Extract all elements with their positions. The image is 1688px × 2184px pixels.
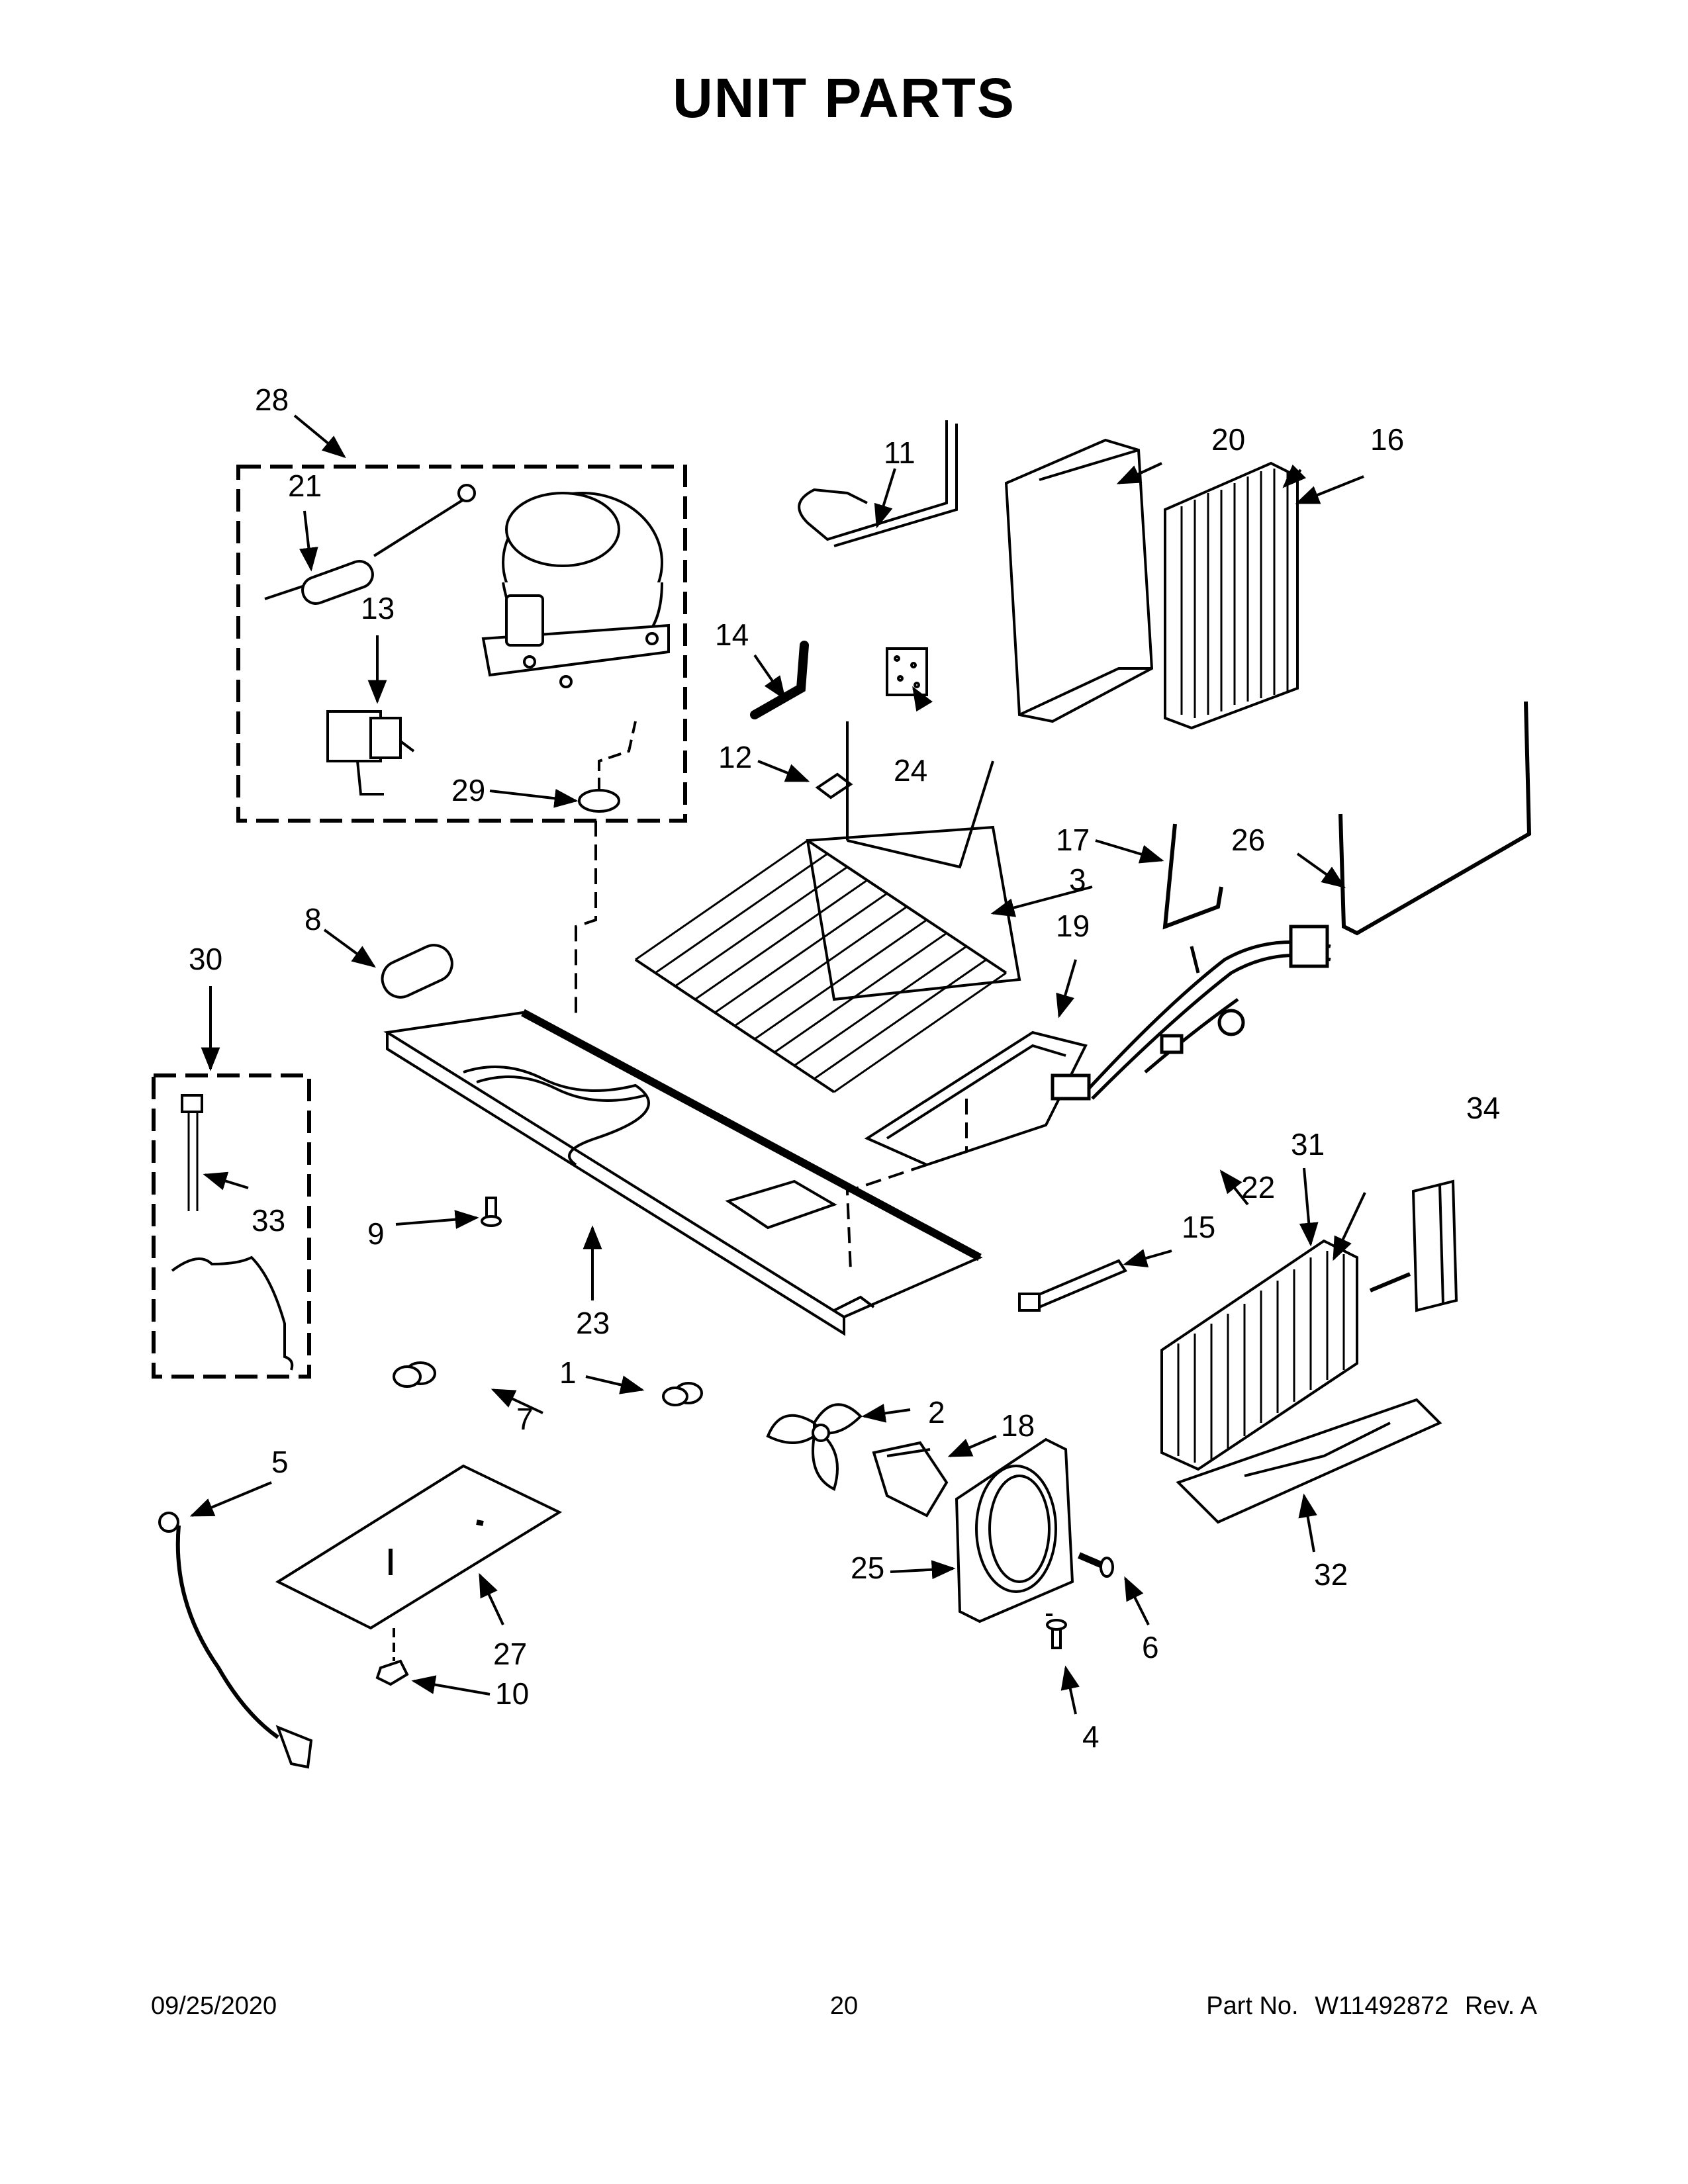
callout-6: 6 — [1142, 1630, 1159, 1664]
callout-29: 29 — [451, 773, 485, 807]
callout-18: 18 — [1001, 1408, 1035, 1443]
start-relay — [326, 710, 415, 796]
insulation-tube — [381, 944, 453, 999]
callout-31: 31 — [1291, 1127, 1325, 1161]
condenser-shroud — [1176, 1398, 1442, 1524]
callout-34: 34 — [1466, 1091, 1500, 1125]
callout-8: 8 — [305, 902, 322, 936]
cap-7 — [393, 1361, 436, 1388]
callout-17: 17 — [1056, 823, 1090, 857]
screw-4 — [1046, 1619, 1067, 1649]
callout-28: 28 — [255, 383, 289, 417]
footer-date: 09/25/2020 — [151, 1992, 277, 2020]
gasket-pad — [886, 647, 928, 696]
page-title: UNIT PARTS — [673, 67, 1015, 129]
fan-blade — [766, 1403, 863, 1491]
group-box-30 — [152, 1073, 311, 1379]
base-tray — [383, 1009, 983, 1336]
callout-30: 30 — [189, 942, 222, 976]
callout-26: 26 — [1231, 823, 1265, 857]
tube-17 — [1162, 823, 1223, 930]
callout-12: 12 — [718, 740, 752, 774]
water-line — [158, 1512, 313, 1769]
clip-10 — [375, 1659, 409, 1686]
callout-15: 15 — [1182, 1210, 1215, 1244]
callout-20: 20 — [1211, 422, 1245, 457]
callout-23: 23 — [576, 1306, 610, 1340]
callout-9: 9 — [367, 1216, 385, 1251]
callout-22: 22 — [1241, 1170, 1275, 1205]
part-label: Part No. — [1206, 1992, 1299, 2020]
fan-motor — [872, 1441, 949, 1518]
condenser-tube — [798, 420, 958, 547]
callout-1: 1 — [559, 1355, 577, 1390]
group-box-28 — [236, 465, 687, 823]
callout-3: 3 — [1069, 862, 1086, 897]
callout-32: 32 — [1314, 1557, 1348, 1592]
filter-drier — [264, 484, 476, 605]
callout-11: 11 — [884, 435, 915, 470]
suction-tube — [750, 641, 809, 719]
revision: Rev. A — [1464, 1992, 1537, 2020]
evaporator — [1164, 461, 1299, 730]
callout-4: 4 — [1082, 1719, 1100, 1754]
screw-9 — [481, 1197, 502, 1227]
callout-24: 24 — [894, 753, 927, 788]
footer-part-info: Part No. W11492872 Rev. A — [1197, 1992, 1537, 2021]
capillary-tube — [1338, 701, 1532, 936]
callout-16: 16 — [1370, 422, 1404, 457]
callout-7: 7 — [516, 1402, 534, 1436]
screw-6 — [1078, 1552, 1114, 1578]
callout-19: 19 — [1056, 909, 1090, 943]
callout-2: 2 — [928, 1395, 945, 1430]
evaporator-cover — [1004, 438, 1154, 723]
fan-bracket — [955, 1437, 1074, 1623]
callout-33: 33 — [252, 1203, 285, 1238]
pad-27 — [275, 1464, 563, 1630]
cap-1 — [662, 1382, 703, 1406]
defrost-thermostat — [171, 1094, 294, 1371]
part-number: W11492872 — [1315, 1992, 1449, 2020]
compressor — [481, 492, 670, 688]
overload-protector — [578, 721, 637, 813]
footer-page-number: 20 — [829, 1992, 859, 2020]
callout-13: 13 — [361, 591, 395, 625]
callout-27: 27 — [493, 1637, 527, 1671]
condenser — [1160, 1239, 1411, 1471]
callout-10: 10 — [495, 1676, 529, 1711]
callout-25: 25 — [851, 1551, 884, 1585]
cable-tie — [1018, 1259, 1128, 1312]
callout-21: 21 — [288, 469, 322, 503]
callout-14: 14 — [715, 617, 749, 652]
part-34 — [1411, 1179, 1458, 1312]
condenser-coil — [634, 721, 1021, 1093]
wire-harness — [1051, 925, 1331, 1101]
clip — [815, 772, 853, 799]
callout-5: 5 — [271, 1445, 289, 1479]
